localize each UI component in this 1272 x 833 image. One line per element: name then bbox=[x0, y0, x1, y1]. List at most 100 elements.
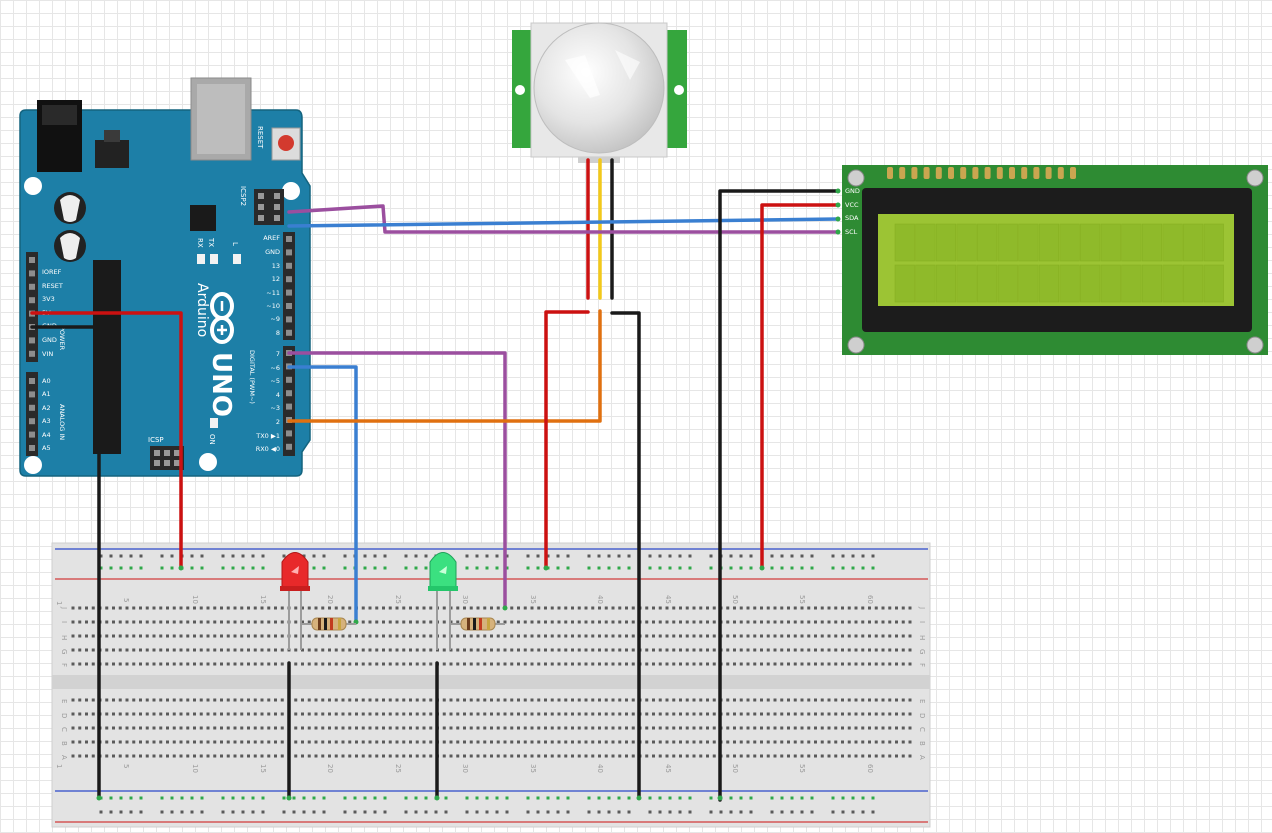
breadboard-hole bbox=[152, 634, 156, 638]
breadboard-hole bbox=[280, 606, 284, 610]
breadboard-hole bbox=[679, 698, 682, 702]
breadboard-hole bbox=[496, 740, 500, 744]
breadboard-hole bbox=[152, 648, 156, 652]
breadboard-hole bbox=[463, 726, 466, 730]
breadboard-hole bbox=[442, 726, 446, 730]
rail-hole bbox=[129, 566, 133, 570]
reset-button-cap[interactable] bbox=[278, 135, 294, 151]
breadboard-hole bbox=[321, 754, 325, 758]
breadboard-hole bbox=[456, 712, 460, 716]
rail-hole bbox=[678, 796, 682, 800]
breadboard-hole bbox=[463, 634, 466, 638]
breadboard-hole bbox=[591, 606, 595, 610]
rail-hole bbox=[282, 554, 286, 558]
breadboard-hole bbox=[422, 620, 426, 624]
breadboard-hole bbox=[598, 698, 601, 702]
breadboard-hole bbox=[274, 698, 277, 702]
breadboard-hole bbox=[692, 634, 696, 638]
breadboard-hole bbox=[334, 698, 338, 702]
breadboard-hole bbox=[314, 726, 318, 730]
rail-hole bbox=[404, 810, 408, 814]
rail-hole bbox=[424, 796, 428, 800]
wire-pin2-pir-out bbox=[287, 309, 602, 423]
breadboard-hole bbox=[159, 606, 163, 610]
breadboard-hole bbox=[301, 712, 304, 716]
breadboard-hole bbox=[868, 754, 871, 758]
rail-hole bbox=[688, 810, 692, 814]
breadboard-hole bbox=[793, 662, 797, 666]
breadboard-hole bbox=[85, 606, 88, 610]
breadboard-hole bbox=[402, 620, 406, 624]
breadboard-hole bbox=[584, 698, 588, 702]
rail-hole bbox=[190, 554, 194, 558]
breadboard-hole bbox=[314, 606, 318, 610]
breadboard-hole bbox=[355, 662, 358, 666]
wire-pir-gnd bbox=[610, 311, 641, 800]
breadboard-hole bbox=[672, 662, 676, 666]
breadboard-hole bbox=[449, 698, 453, 702]
breadboard-hole bbox=[523, 620, 527, 624]
breadboard-hole bbox=[247, 754, 250, 758]
breadboard-hole bbox=[118, 648, 122, 652]
lcd-char-cell bbox=[935, 264, 957, 303]
breadboard-hole bbox=[841, 712, 844, 716]
breadboard-hole bbox=[625, 726, 628, 730]
resistor-band bbox=[487, 618, 490, 630]
breadboard-hole bbox=[348, 740, 352, 744]
wire-pin7-green-led bbox=[287, 351, 507, 610]
breadboard-hole bbox=[152, 712, 156, 716]
breadboard-hole bbox=[233, 648, 237, 652]
rail-hole bbox=[526, 554, 530, 558]
breadboard-hole bbox=[260, 620, 264, 624]
breadboard-hole bbox=[598, 740, 601, 744]
breadboard-hole bbox=[571, 606, 574, 610]
breadboard-hole bbox=[530, 662, 534, 666]
breadboard-hole bbox=[611, 648, 615, 652]
breadboard-hole bbox=[820, 620, 824, 624]
breadboard-hole bbox=[888, 662, 892, 666]
breadboard-hole bbox=[361, 620, 365, 624]
breadboard-hole bbox=[658, 754, 662, 758]
breadboard-hole bbox=[267, 754, 271, 758]
breadboard-hole bbox=[625, 648, 628, 652]
breadboard-hole bbox=[625, 634, 628, 638]
breadboard-hole bbox=[233, 662, 237, 666]
breadboard-hole bbox=[665, 740, 669, 744]
breadboard-hole bbox=[746, 606, 750, 610]
breadboard-hole bbox=[267, 698, 271, 702]
rail-hole bbox=[221, 810, 225, 814]
breadboard-hole bbox=[706, 606, 709, 610]
breadboard-hole bbox=[827, 634, 831, 638]
breadboard-hole bbox=[807, 648, 811, 652]
breadboard-hole bbox=[780, 740, 784, 744]
breadboard-hole bbox=[874, 648, 878, 652]
breadboard-hole bbox=[706, 662, 709, 666]
lcd-char-cell bbox=[1203, 223, 1224, 262]
breadboard-hole bbox=[429, 606, 433, 610]
rail-hole bbox=[800, 810, 804, 814]
breadboard-hole bbox=[166, 754, 169, 758]
breadboard-hole bbox=[247, 634, 250, 638]
breadboard-hole bbox=[321, 712, 325, 716]
lcd-char-cell bbox=[1018, 223, 1039, 262]
breadboard-hole bbox=[496, 698, 500, 702]
breadboard-hole bbox=[800, 606, 804, 610]
rail-hole bbox=[322, 796, 326, 800]
breadboard-hole bbox=[658, 648, 662, 652]
breadboard-hole bbox=[787, 712, 790, 716]
breadboard-hole bbox=[665, 606, 669, 610]
rail-hole bbox=[373, 554, 377, 558]
rail-hole bbox=[709, 810, 713, 814]
pin-label-11: ~11 bbox=[266, 289, 280, 297]
breadboard-hole bbox=[739, 634, 743, 638]
breadboard-hole bbox=[118, 754, 122, 758]
breadboard-hole bbox=[442, 712, 446, 716]
header-pin bbox=[286, 390, 292, 397]
rail-hole bbox=[505, 796, 509, 800]
breadboard-hole bbox=[355, 648, 358, 652]
breadboard-hole bbox=[456, 620, 460, 624]
breadboard-hole bbox=[240, 662, 244, 666]
rail-hole bbox=[343, 566, 347, 570]
breadboard-hole bbox=[415, 698, 419, 702]
breadboard-hole bbox=[213, 754, 217, 758]
